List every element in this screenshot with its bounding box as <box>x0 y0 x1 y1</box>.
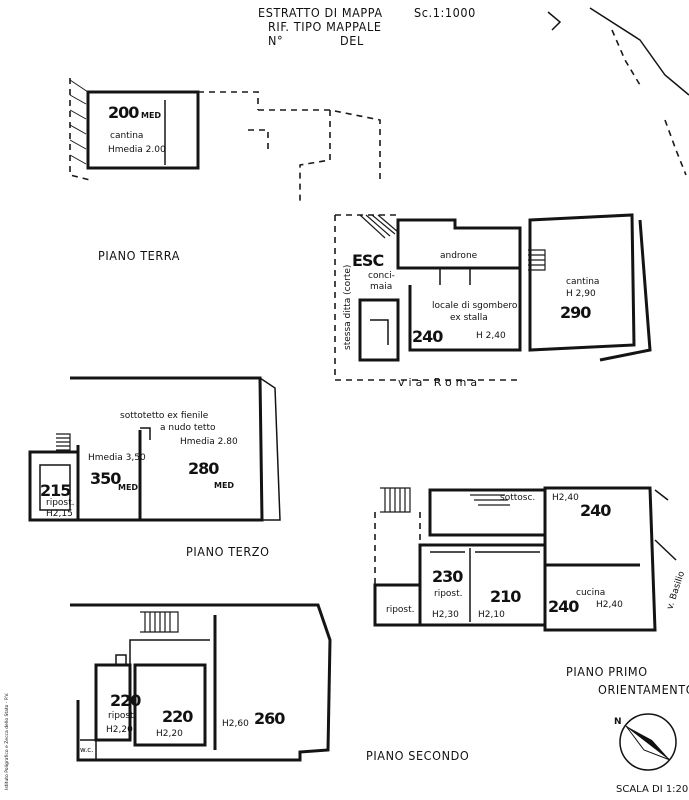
p3-ripost-height: H2,15 <box>46 509 73 519</box>
header-title: ESTRATTO DI MAPPA <box>258 5 383 20</box>
piano-terzo-block <box>28 376 281 522</box>
header-rif: RIF. TIPO MAPPALE <box>268 19 382 34</box>
north-label: N <box>614 717 622 727</box>
p3-sottotetto-hand: 280 <box>188 459 219 478</box>
p2-ripost-label: ripost. <box>108 711 137 721</box>
pt-esc-hand: ESC <box>352 251 383 270</box>
header: ESTRATTO DI MAPPA Sc.1:1000 RIF. TIPO MA… <box>258 5 476 48</box>
p3-sottotetto-label: sottotetto ex fienile <box>120 411 209 421</box>
pt-stessa-ditta-label: stessa ditta (corte) <box>343 265 353 350</box>
orientation: ORIENTAMENTO N <box>598 682 689 771</box>
p3-ripost-label: ripost. <box>46 498 75 508</box>
pt-locale-height: H 2,40 <box>476 331 506 341</box>
orientation-label: ORIENTAMENTO <box>598 682 689 697</box>
pt-cantina-top-hand-suffix: MED <box>141 111 161 120</box>
p3-sottotetto-label2: a nudo tetto <box>160 423 216 433</box>
p3-sottotetto-hand-suffix: MED <box>214 481 234 490</box>
p1-cucina-height: H2,40 <box>596 600 623 610</box>
pt-concimaia-label: conci- <box>368 271 395 281</box>
piano-secondo-title: PIANO SECONDO <box>366 748 469 763</box>
pt-cantina-top-hand: 200 <box>108 103 139 122</box>
piano-terra-main-block <box>334 213 652 381</box>
pt-concimaia-label2: maia <box>370 282 392 292</box>
p2-ripost-height: H2,20 <box>106 725 133 735</box>
p1-ripost-230-hand: 230 <box>432 567 463 586</box>
pt-locale-hand: 240 <box>412 327 443 346</box>
p2-wc-label: w.c. <box>80 746 93 754</box>
pt-cantina-right-height: H 2,90 <box>566 289 596 299</box>
p1-room-210-height: H2,10 <box>478 610 505 620</box>
p2-room-260-hand: 260 <box>254 709 285 728</box>
p1-sottosc-label: sottosc. <box>500 493 535 503</box>
header-del: DEL <box>340 33 364 48</box>
pt-cantina-right-label: cantina <box>566 277 599 287</box>
p1-ripost-230-height: H2,30 <box>432 610 459 620</box>
p1-ripost-230-label: ripost. <box>434 589 463 599</box>
p2-room-220-hand: 220 <box>162 707 193 726</box>
piano-primo-title: PIANO PRIMO <box>566 664 648 679</box>
pt-via-roma-label: via Roma <box>398 376 481 389</box>
pt-cantina-top-height: Hmedia 2.00 <box>108 145 166 155</box>
scale-footer: SCALA DI 1:20 <box>616 784 688 795</box>
p1-cucina-hand: 240 <box>548 597 579 616</box>
p3-mid-height: Hmedia 3,50 <box>88 453 146 463</box>
pt-cantina-right-hand: 290 <box>560 303 591 322</box>
p1-v-basilio-label: v. Basilio <box>665 570 687 611</box>
p2-room-220-height: H2,20 <box>156 729 183 739</box>
p1-cucina-label: cucina <box>576 588 605 598</box>
p1-room-210-hand: 210 <box>490 587 521 606</box>
margin-print-label: Istituto Poligrafico e Zecca dello Stato… <box>4 693 10 790</box>
p3-mid-hand-suffix: MED <box>118 483 138 492</box>
p2-ripost-hand: 220 <box>110 691 141 710</box>
compass-ring <box>619 713 677 771</box>
pt-locale-label: locale di sgombero <box>432 301 518 311</box>
pt-androne-label: androne <box>440 251 478 261</box>
header-scale: Sc.1:1000 <box>414 5 476 20</box>
header-numero: N° <box>268 33 283 48</box>
p3-ripost-hand: 215 <box>40 481 71 500</box>
piano-terra-cantina-block <box>69 78 381 205</box>
p2-room-260-height: H2,60 <box>222 719 249 729</box>
piano-terzo-title: PIANO TERZO <box>186 544 270 559</box>
p1-room-240-top-height: H2,40 <box>552 493 579 503</box>
pt-cantina-top-label: cantina <box>110 131 143 141</box>
p3-sottotetto-height: Hmedia 2.80 <box>180 437 238 447</box>
piano-secondo-block <box>70 603 332 762</box>
p3-mid-hand: 350 <box>90 469 121 488</box>
map-fragment <box>547 7 689 176</box>
p1-room-240-top-hand: 240 <box>580 501 611 520</box>
piano-primo-block <box>373 486 677 632</box>
pt-locale-label2: ex stalla <box>450 313 488 323</box>
piano-terra-title: PIANO TERRA <box>98 248 180 263</box>
p1-ripost-left-label: ripost. <box>386 605 415 615</box>
